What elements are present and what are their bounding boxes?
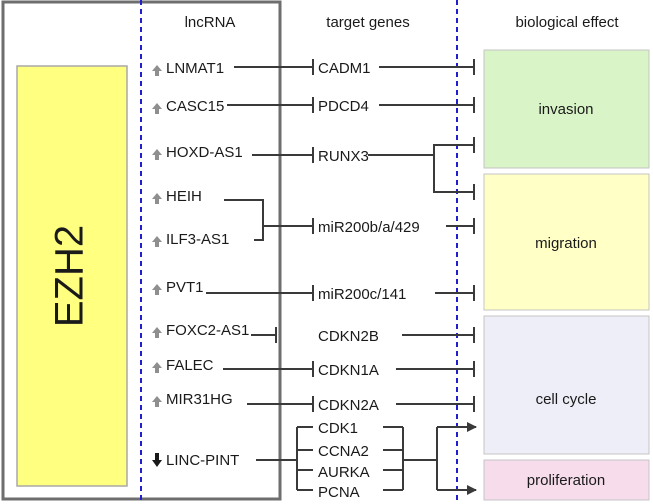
lncrna-label: FOXC2-AS1 [166, 322, 249, 339]
effect-box-proliferation [483, 459, 650, 501]
lncrna-label: LINC-PINT [166, 452, 239, 469]
lncrna-label: LNMAT1 [166, 60, 224, 77]
header-biological-effect: biological effect [515, 14, 619, 31]
lncrna-hoxd-as1: HOXD-AS1 [152, 144, 243, 161]
up-arrow-icon [152, 236, 162, 247]
lncrna-lnmat1: LNMAT1 [152, 60, 224, 77]
target-mir200b-a-429: miR200b/a/429 [318, 219, 420, 236]
up-arrow-icon [152, 284, 162, 295]
lncrna-heih: HEIH [152, 188, 202, 205]
effect-label-migration: migration [535, 235, 597, 252]
target-mir200c-141: miR200c/141 [318, 286, 406, 303]
lncrna-label: PVT1 [166, 279, 204, 296]
up-arrow-icon [152, 103, 162, 114]
ezh2-box [16, 65, 128, 487]
target-cdkn1a: CDKN1A [318, 362, 379, 379]
connector-foxc2-as1 [251, 327, 475, 343]
up-arrow-icon [152, 193, 162, 204]
target-aurka: AURKA [318, 464, 370, 481]
lncrna-mir31hg: MIR31HG [152, 391, 233, 408]
connector-casc15 [227, 97, 475, 113]
lncrna-falec: FALEC [152, 357, 214, 374]
connector-lnmat1 [234, 59, 475, 75]
lncrna-ilf3-as1: ILF3-AS1 [152, 231, 229, 248]
lncrna-pvt1: PVT1 [152, 279, 204, 296]
lncrna-label: ILF3-AS1 [166, 231, 229, 248]
lncrna-label: FALEC [166, 357, 214, 374]
lncrna-casc15: CASC15 [152, 98, 224, 115]
target-cdkn2a: CDKN2A [318, 397, 379, 414]
down-arrow-icon [152, 453, 162, 467]
lncrna-linc-pint: LINC-PINT [152, 452, 239, 469]
effect-box-cell-cycle [483, 315, 650, 455]
up-arrow-icon [152, 362, 162, 373]
connector-heih-ilf3 [224, 199, 475, 241]
connector-hoxd-as1 [252, 137, 475, 200]
ezh2-label: EZH2 [48, 225, 92, 327]
lncrna-label: HEIH [166, 188, 202, 205]
effect-label-proliferation: proliferation [527, 472, 605, 489]
header-target-genes: target genes [326, 14, 409, 31]
connector-falec [223, 361, 475, 377]
up-arrow-icon [152, 396, 162, 407]
effect-label-cell-cycle: cell cycle [536, 391, 597, 408]
target-cdk1: CDK1 [318, 420, 358, 437]
connector-pvt1 [206, 285, 475, 301]
up-arrow-icon [152, 149, 162, 160]
lncrna-label: CASC15 [166, 98, 224, 115]
effect-box-invasion [483, 49, 650, 169]
lncrna-label: MIR31HG [166, 391, 233, 408]
target-ccna2: CCNA2 [318, 443, 369, 460]
up-arrow-icon [152, 327, 162, 338]
up-arrow-icon [152, 65, 162, 76]
connector-linc-pint [256, 422, 477, 495]
target-cadm1: CADM1 [318, 60, 371, 77]
lncrna-label: HOXD-AS1 [166, 144, 243, 161]
target-pdcd4: PDCD4 [318, 98, 369, 115]
connector-mir31hg [247, 396, 475, 412]
target-runx3: RUNX3 [318, 148, 369, 165]
lncrna-foxc2-as1: FOXC2-AS1 [152, 322, 249, 339]
header-lncrna: lncRNA [185, 14, 236, 31]
target-pcna: PCNA [318, 484, 360, 501]
target-cdkn2b: CDKN2B [318, 328, 379, 345]
effect-label-invasion: invasion [538, 101, 593, 118]
effect-box-migration [483, 173, 650, 311]
